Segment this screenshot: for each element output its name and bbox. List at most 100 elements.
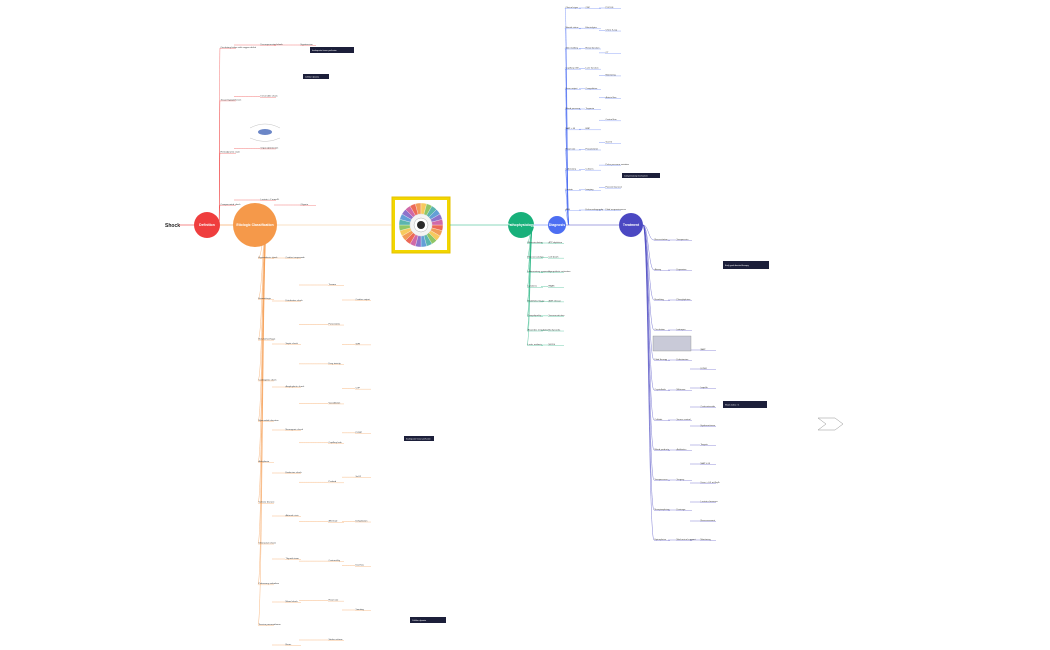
branch-label[interactable]: Corticosteroids (701, 405, 716, 408)
branch-label[interactable]: Source control (677, 418, 692, 421)
branch-label[interactable]: Mechanical support (677, 538, 696, 541)
branch-label[interactable]: BNP (586, 128, 591, 130)
branch-label[interactable]: Antibiotics (677, 448, 688, 451)
branch-label[interactable]: Procalcitonin (586, 147, 599, 150)
branch-label[interactable]: Colloids (655, 419, 664, 421)
branch-label[interactable]: Targets (701, 443, 709, 446)
branch-label[interactable]: Endocrine shock (286, 471, 303, 474)
branch-label[interactable]: ABG (566, 208, 571, 211)
branch-label[interactable]: Electrolytes (586, 26, 598, 29)
branch-label[interactable]: Phenylephrine (677, 298, 692, 301)
branch-label[interactable]: Dehydration (356, 519, 369, 522)
branch-label[interactable]: Liver function (586, 67, 600, 70)
branch-label[interactable]: Lactate > 2 mmol/L (261, 198, 280, 201)
branch-label[interactable]: Passive leg raise (606, 186, 623, 189)
branch-label[interactable]: Dobutamine (677, 358, 690, 361)
center-image[interactable] (391, 196, 451, 254)
branch-label[interactable]: Compensated shock (221, 203, 242, 206)
hub-diagnosis[interactable]: Diagnosis (548, 216, 566, 234)
branch-label[interactable]: ATP depletion (549, 241, 563, 244)
branch-label[interactable]: Tachycardia (549, 328, 561, 331)
branch-label[interactable]: MAP < 65 (566, 127, 576, 130)
root-topic[interactable]: Shock (165, 223, 180, 229)
branch-label[interactable]: POCUS (606, 7, 614, 9)
branch-label[interactable]: IABP (701, 348, 707, 351)
branch-label[interactable]: Afterload (329, 520, 339, 523)
branch-label[interactable]: Monitoring (606, 73, 617, 76)
branch-label[interactable]: Microcirculation (528, 241, 544, 244)
branch-label[interactable]: Pulmonary embolism (259, 582, 280, 585)
branch-label[interactable]: ADH release (549, 299, 562, 302)
branch-label[interactable]: Norepinephrine (655, 508, 671, 511)
branch-label[interactable]: MODS (549, 344, 556, 346)
branch-label[interactable]: Arrhythmia (259, 460, 270, 463)
branch-label[interactable]: Inotropes (677, 328, 687, 331)
branch-label[interactable]: Cytokines (528, 285, 539, 288)
branch-label[interactable]: Neurogenic shock (286, 428, 304, 431)
branch-label[interactable]: SvO2 (356, 476, 362, 478)
branch-label[interactable]: PCWP (356, 432, 363, 434)
note-box[interactable]: Compensatory mechanism (622, 173, 660, 178)
branch-label[interactable]: Lactate (566, 188, 574, 191)
branch-label[interactable]: Milrinone (677, 388, 687, 391)
hub-pathophysiology[interactable]: Pathophysiology (507, 212, 535, 238)
branch-label[interactable]: Lactic acidosis (528, 343, 543, 346)
branch-label[interactable]: Fluid therapy (655, 358, 669, 361)
branch-label[interactable]: Capillary refill (566, 67, 580, 70)
branch-label[interactable]: Troponin (586, 107, 595, 110)
branch-label[interactable]: MAP ≥ 65 (701, 462, 711, 465)
branch-label[interactable]: Cardiac output (356, 298, 371, 301)
branch-label[interactable]: Cardiogenic shock (259, 378, 278, 381)
hub-etiologic-classification[interactable]: Etiologic Classification (233, 203, 277, 247)
branch-label[interactable]: Anaphylactic shock (286, 385, 306, 388)
branch-label[interactable]: Impella (701, 387, 709, 389)
branch-label[interactable]: Cardiac tamponade (286, 256, 306, 259)
branch-label[interactable]: Heart rate (566, 147, 577, 150)
branch-label[interactable]: Diarrhea (356, 564, 365, 567)
branch-label[interactable]: Hemorrhagic (259, 297, 272, 300)
branch-label[interactable]: Coagulation (586, 87, 598, 90)
branch-label[interactable]: Skin mottling (566, 46, 579, 49)
branch-label[interactable]: Clinical signs (566, 7, 580, 9)
branch-label[interactable]: Decompensated shock (261, 43, 284, 46)
branch-label[interactable]: Vasoconstriction (549, 314, 566, 317)
branch-label[interactable]: Trauma (329, 283, 337, 286)
branch-label[interactable]: Vasodilation (329, 401, 342, 404)
branch-label[interactable]: Mixed shock (286, 601, 299, 603)
branch-label[interactable]: Hemodynamic state (221, 151, 241, 154)
branch-label[interactable]: Preload (329, 480, 337, 483)
branch-label[interactable]: Imaging (586, 189, 595, 191)
branch-label[interactable]: Oliguria (301, 203, 309, 206)
branch-label[interactable]: Lactate clearance (701, 500, 719, 503)
branch-label[interactable]: Myocardial infarction (259, 419, 280, 422)
branch-label[interactable]: Tension pneumothorax (259, 623, 282, 626)
branch-label[interactable]: Hydrocortisone (701, 424, 716, 427)
branch-label[interactable]: SVR (356, 343, 361, 345)
note-box[interactable]: Cellular dysoxia (303, 74, 329, 79)
branch-label[interactable]: Coagulopathy (528, 314, 542, 317)
branch-label[interactable]: Dopamine (677, 269, 688, 271)
branch-label[interactable]: Burns (286, 643, 293, 646)
branch-label[interactable]: Anaerobic metabolism (528, 328, 550, 331)
branch-label[interactable]: Blood pressure (566, 107, 581, 110)
branch-label[interactable]: Pancreatitis (329, 322, 341, 325)
note-box[interactable]: Cellular dysoxia (410, 617, 446, 623)
note-box[interactable]: Inadequate tissue perfusion (310, 47, 354, 53)
hub-treatment[interactable]: Treatment (619, 213, 643, 237)
branch-label[interactable]: Surgery (677, 478, 686, 481)
branch-label[interactable]: RAAS (549, 285, 555, 288)
branch-label[interactable]: Cell death (549, 256, 560, 259)
branch-label[interactable]: Drug toxicity (329, 362, 342, 365)
branch-label[interactable]: Cultures (586, 168, 595, 171)
branch-label[interactable]: Laboratory (566, 168, 577, 171)
branch-label[interactable]: Drainage (677, 508, 687, 511)
branch-label[interactable]: Renal function (586, 46, 601, 49)
branch-label[interactable]: Hypotension (301, 43, 314, 46)
branch-label[interactable]: Heart rate (329, 599, 340, 602)
branch-label[interactable]: CT (606, 52, 610, 54)
branch-label[interactable]: Fluid responsiveness (606, 208, 627, 211)
branch-label[interactable]: Inflammatory response (528, 270, 551, 273)
branch-label[interactable]: Echocardiography (586, 208, 605, 211)
branch-label[interactable]: Reassessment (701, 519, 716, 522)
branch-label[interactable]: CVP (356, 388, 361, 390)
